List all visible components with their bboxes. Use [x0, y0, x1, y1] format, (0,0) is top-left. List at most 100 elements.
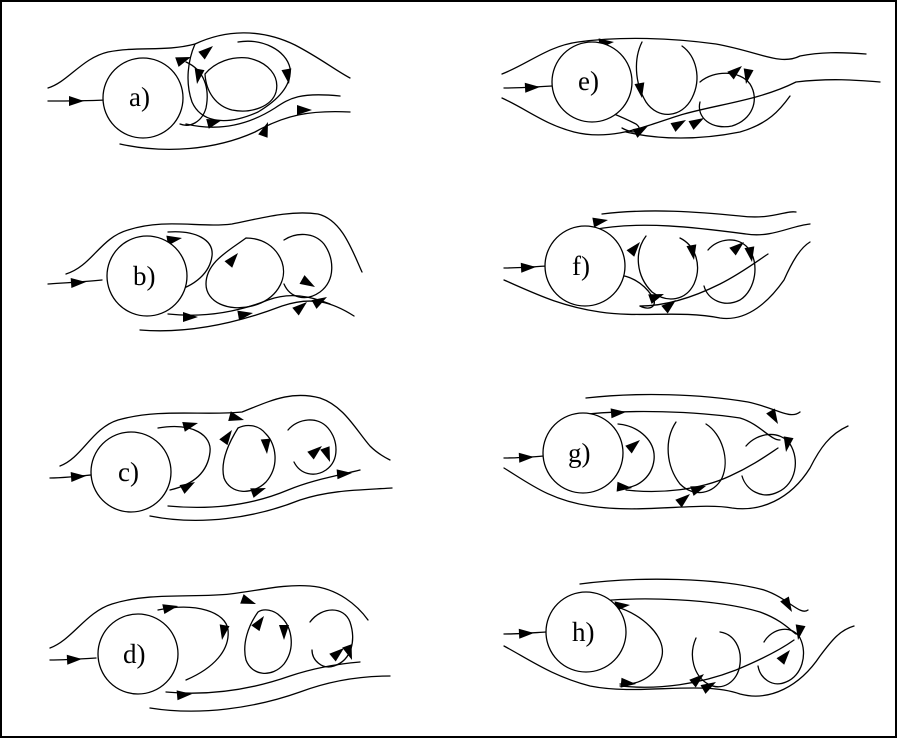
shed-vortex-inner — [757, 628, 805, 685]
flow-arrow — [182, 418, 200, 432]
upper-streamline — [501, 37, 867, 75]
cylinder — [106, 235, 188, 317]
flow-arrow — [70, 277, 87, 289]
flow-arrow — [670, 115, 689, 132]
flow-arrow — [616, 481, 633, 493]
flow-arrow — [744, 246, 757, 263]
flow-arrow — [70, 471, 87, 483]
shed-vortex-outer — [691, 631, 741, 688]
wake-line — [619, 639, 795, 688]
flow-arrow — [66, 654, 83, 665]
shed-vortex-inner — [703, 239, 756, 304]
panel-d: d) — [49, 584, 391, 712]
shed-vortex-outer — [187, 40, 291, 122]
cylinder — [551, 41, 633, 123]
upper-streamline — [579, 578, 809, 612]
flow-arrow — [625, 436, 644, 454]
shed-vortex-outer — [222, 424, 276, 492]
cylinder-vortex — [617, 423, 655, 489]
flow-arrow — [518, 628, 535, 639]
flow-arrow — [260, 438, 272, 455]
cylinder-vortex — [157, 606, 229, 681]
flow-arrow — [675, 490, 694, 508]
cylinder — [544, 225, 626, 307]
wake-line — [639, 253, 769, 307]
flow-arrow — [610, 407, 627, 419]
panel-f: f) — [503, 210, 811, 320]
wake-line — [185, 94, 341, 128]
shed-vortex-outer — [667, 421, 726, 494]
flow-arrow — [634, 82, 647, 99]
lower-streamline — [503, 625, 855, 697]
cylinder — [90, 431, 172, 513]
panel-label: a) — [129, 82, 150, 112]
shed-vortex-outer — [205, 237, 285, 309]
panel-label: b) — [133, 261, 156, 291]
flow-arrow — [69, 96, 84, 106]
upper-streamline — [601, 210, 797, 218]
cylinder — [542, 412, 624, 494]
flow-arrow — [688, 113, 707, 130]
flow-arrow — [686, 244, 699, 261]
flow-arrow — [766, 408, 783, 427]
flow-arrow — [251, 613, 269, 632]
wake-line — [167, 295, 331, 316]
upper-streamline — [59, 394, 391, 467]
panel-c: c) — [49, 394, 393, 522]
flow-arrow — [250, 483, 268, 498]
flow-arrow — [299, 275, 318, 292]
shed-vortex-inner — [698, 72, 755, 128]
flow-arrow — [224, 249, 242, 268]
cylinder — [102, 57, 184, 139]
flow-arrow — [279, 625, 289, 640]
upper-streamline — [585, 393, 801, 416]
panel-e: e) — [501, 37, 881, 139]
panel-label: d) — [123, 639, 146, 669]
shed-vortex-inner — [204, 56, 278, 112]
flow-arrow — [176, 689, 193, 701]
flow-arrow — [183, 312, 198, 322]
cylinder-vortex — [613, 605, 664, 685]
flow-arrow — [626, 238, 644, 257]
lower-streamline — [119, 110, 351, 150]
lower-streamline — [149, 675, 391, 712]
mid-streamline — [591, 223, 811, 236]
panel-label: e) — [578, 66, 599, 96]
shed-vortex-outer — [244, 609, 292, 674]
lower-streamline — [503, 425, 849, 510]
panel-label: g) — [568, 438, 591, 468]
cylinder-vortex — [167, 231, 213, 293]
lower-streamline — [503, 241, 811, 320]
flow-arrow — [240, 594, 258, 609]
wake-line — [625, 95, 791, 139]
shed-vortex-inner — [741, 433, 796, 496]
panel-label: h) — [572, 617, 595, 647]
shed-vortex-outer — [637, 235, 699, 300]
cylinder — [97, 613, 179, 695]
panel-label: f) — [572, 251, 590, 281]
lower-streamline — [149, 487, 393, 522]
wake-line — [625, 447, 779, 493]
panel-g: g) — [503, 393, 849, 510]
panel-label: c) — [118, 457, 139, 487]
cylinder-vortex — [157, 426, 211, 491]
flow-arrow — [198, 42, 217, 60]
wake-line — [167, 469, 361, 509]
shed-vortex-inner — [309, 609, 354, 668]
flow-arrow — [690, 481, 708, 496]
flow-arrow — [524, 82, 541, 93]
flow-arrow — [518, 452, 535, 463]
flow-arrow — [320, 446, 335, 464]
flow-arrow — [520, 262, 537, 273]
flow-arrow — [592, 215, 609, 228]
panel-h: h) — [503, 578, 855, 697]
shed-vortex-inner — [287, 419, 337, 475]
flow-arrow — [228, 411, 246, 425]
mid-streamline — [573, 598, 797, 635]
flow-arrow — [741, 68, 754, 85]
flow-arrow — [781, 436, 794, 453]
upper-streamline — [49, 584, 369, 649]
shed-vortex-inner — [283, 233, 333, 299]
